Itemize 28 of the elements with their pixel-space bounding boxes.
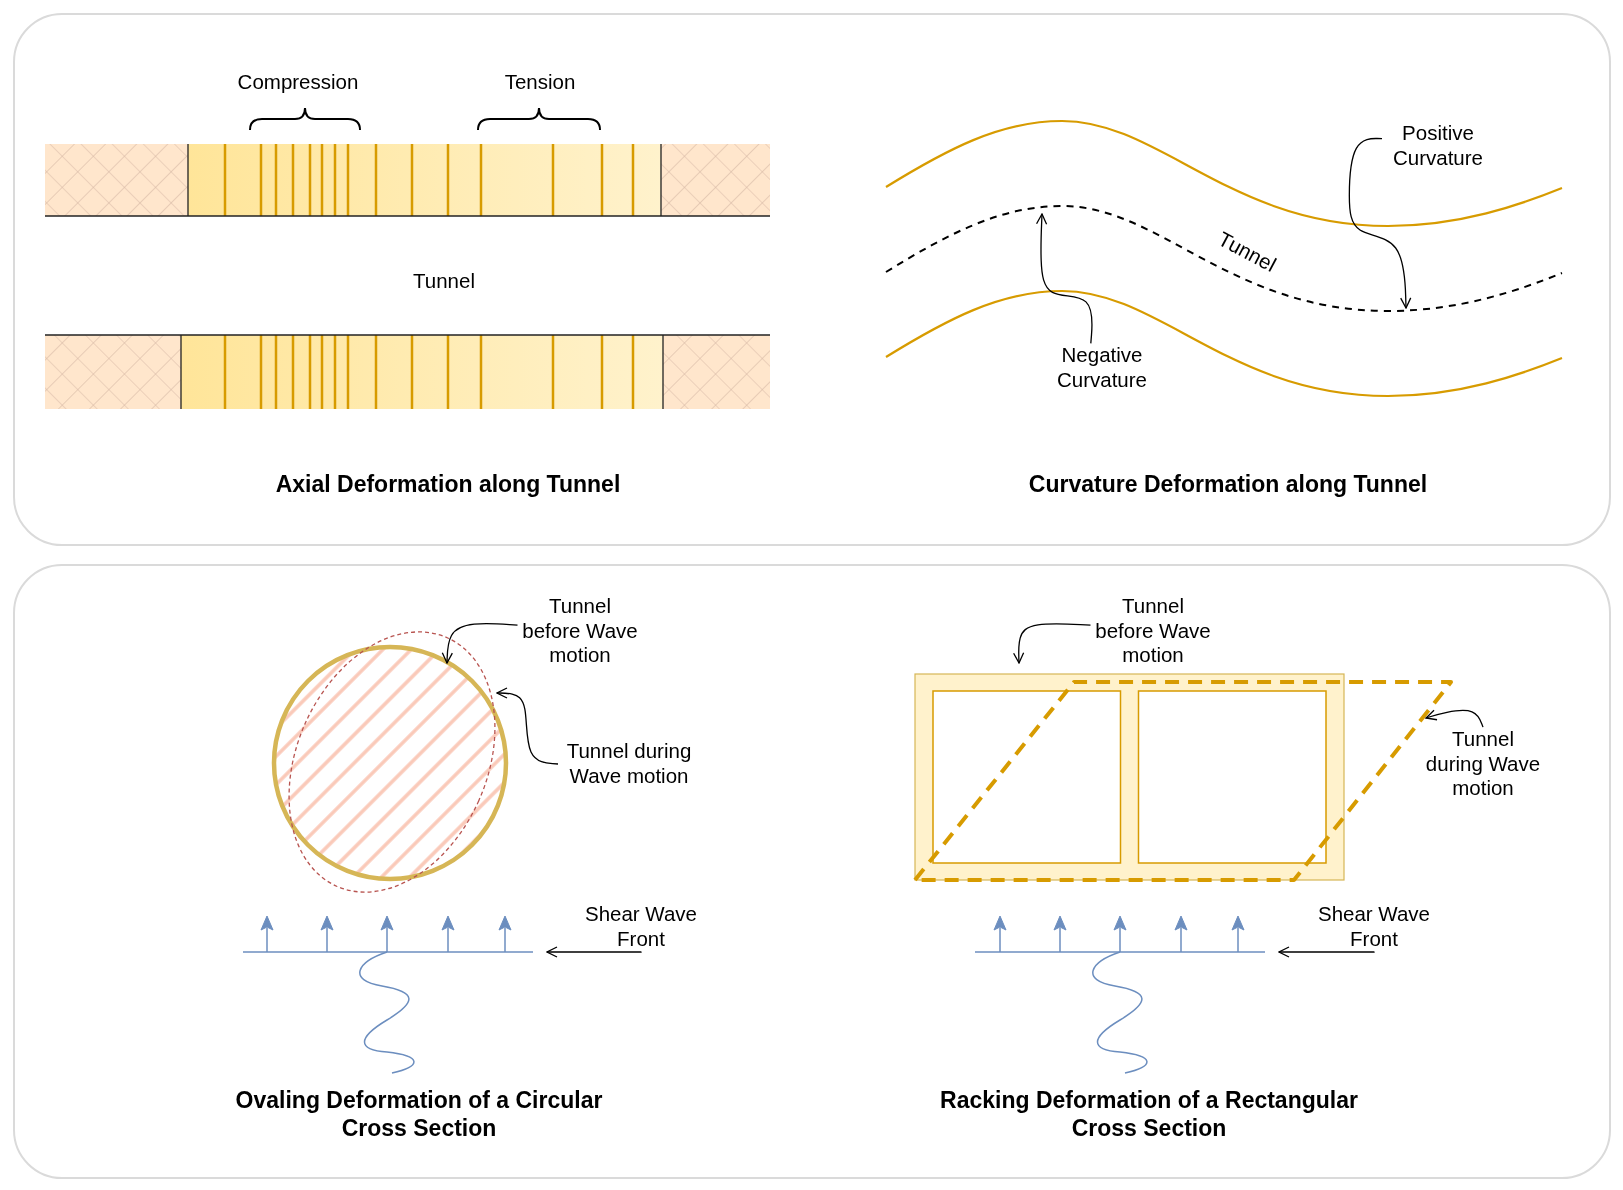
annotation-text: Tunnel [412,268,476,294]
annotation-text: Tunnel before Wave motion [1090,594,1216,668]
leader-line [1425,709,1484,728]
annotation-text: Negative Curvature [1046,343,1158,393]
leader-line [441,623,519,664]
deformed-tunnel-outline [288,631,496,893]
leader-line [1348,137,1412,309]
wave-front-line [974,951,1266,953]
leader-line [1278,946,1375,958]
annotation-text: Tunnel during Wave motion [558,739,700,789]
panel-title: Curvature Deformation along Tunnel [1027,471,1429,499]
leader-line [546,946,642,958]
annotation-text: Positive Curvature [1382,121,1494,171]
panel-title: Ovaling Deformation of a Circular Cross Section [234,1087,604,1143]
annotation-text: Shear Wave Front [578,902,704,952]
panel-title: Axial Deformation along Tunnel [274,471,622,499]
leader-line [496,687,559,765]
dashed-tunnel-line [885,205,1563,312]
axis-annotation: Compression [236,69,360,95]
wave-front-line [242,951,534,953]
leader-line [1035,213,1093,345]
panel-title: Racking Deformation of a Rectangular Cross Section [939,1087,1359,1143]
circular-tunnel-section [271,644,509,882]
annotation-text: Tunnel during Wave motion [1424,727,1542,801]
leader-line [1013,623,1092,664]
annotation-text: Tunnel before Wave motion [517,594,643,668]
axis-annotation: Tension [503,69,577,95]
annotation-text: Shear Wave Front [1311,902,1437,952]
